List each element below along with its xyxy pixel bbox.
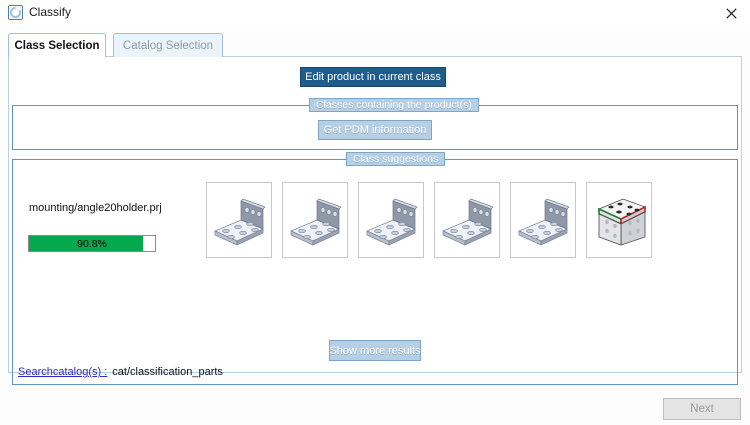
search-catalogs-link[interactable]: Searchcatalog(s) : <box>18 366 108 378</box>
tab-catalog-selection[interactable]: Catalog Selection <box>113 33 223 57</box>
tab-class-selection-label: Class Selection <box>14 39 100 52</box>
angle-bracket-thumbnail-3[interactable] <box>358 182 424 258</box>
window-title: Classify <box>29 5 72 19</box>
next-button-label: Next <box>690 403 714 415</box>
edit-product-label: Edit product in current class <box>305 71 441 83</box>
match-confidence-bar: 90.8% <box>28 235 156 252</box>
get-pdm-label: Get PDM information <box>323 124 427 136</box>
angle-bracket-thumbnail-6[interactable] <box>586 182 652 258</box>
tab-strip: Class Selection Catalog Selection <box>8 33 742 57</box>
title-bar: Classify <box>0 0 750 26</box>
edit-product-in-current-class-button[interactable]: Edit product in current class <box>300 67 446 87</box>
suggestion-thumbnail-list <box>206 182 666 260</box>
match-confidence-value: 90.8% <box>77 237 107 250</box>
show-more-results-button[interactable]: Show more results <box>329 340 421 361</box>
classes-containing-product-group: Classes containing the product(s) <box>12 98 738 150</box>
show-more-results-label: Show more results <box>329 344 421 357</box>
get-pdm-information-button[interactable]: Get PDM information <box>318 120 432 140</box>
angle-bracket-thumbnail-5[interactable] <box>510 182 576 258</box>
tab-catalog-selection-label: Catalog Selection <box>122 39 214 52</box>
classify-app-icon <box>8 5 23 20</box>
angle-bracket-thumbnail-1[interactable] <box>206 182 272 258</box>
class-suggestions-label: Class suggestions <box>346 152 446 166</box>
next-button[interactable]: Next <box>663 398 741 420</box>
tab-class-selection[interactable]: Class Selection <box>8 33 106 57</box>
angle-bracket-thumbnail-4[interactable] <box>434 182 500 258</box>
close-icon[interactable] <box>716 2 746 24</box>
angle-bracket-thumbnail-2[interactable] <box>282 182 348 258</box>
product-file-name: mounting/angle20holder.prj <box>29 202 162 214</box>
search-catalog-row: Searchcatalog(s) : cat/classification_pa… <box>18 365 223 379</box>
classes-containing-product-label: Classes containing the product(s) <box>309 98 479 112</box>
catalog-path: cat/classification_parts <box>112 366 223 378</box>
class-suggestions-group: Class suggestions <box>12 152 738 385</box>
match-confidence-fill <box>29 236 144 251</box>
tab-underline <box>8 56 742 57</box>
